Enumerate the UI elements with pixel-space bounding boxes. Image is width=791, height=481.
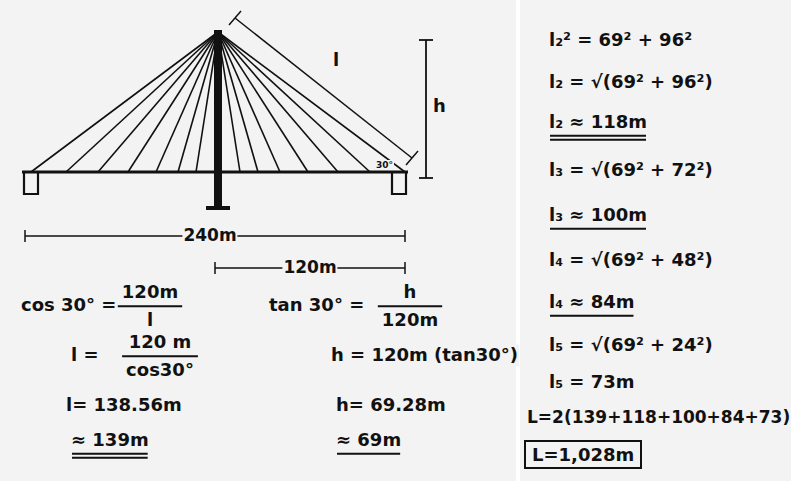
handwritten-label: l = <box>70 345 100 366</box>
handwritten-label: ≈ 69m <box>335 430 402 451</box>
handwritten-label: ≈ 139m <box>70 430 150 451</box>
handwritten-label: h <box>432 96 447 117</box>
underline <box>337 453 400 455</box>
fraction-bar <box>118 305 182 307</box>
fraction-bar <box>122 355 198 357</box>
handwritten-label: l₂² = 69² + 96² <box>548 30 693 51</box>
handwritten-label: l₄ ≈ 84m <box>548 292 635 313</box>
handwritten-label: 120m <box>121 282 179 303</box>
handwritten-label: h= 69.28m <box>335 395 447 416</box>
handwritten-label: tan 30° = <box>268 295 365 316</box>
pylon <box>214 30 222 210</box>
handwritten-label: cos30° <box>125 360 195 381</box>
panel-seam <box>516 0 520 481</box>
handwritten-label: l₅ = √(69² + 24²) <box>548 335 714 356</box>
handwritten-label: l₃ = √(69² + 72²) <box>548 160 714 181</box>
handwritten-label: l₂ = √(69² + 96²) <box>548 72 714 93</box>
handwritten-label: l₃ ≈ 100m <box>548 205 648 226</box>
handwritten-label: 120m <box>381 310 439 331</box>
handwritten-label: cos 30° = <box>20 295 117 316</box>
underline <box>550 135 646 137</box>
handwritten-label: l <box>332 50 340 71</box>
handwritten-label: l₄ = √(69² + 48²) <box>548 250 714 271</box>
handwritten-label: h = 120m (tan30°) <box>330 345 519 366</box>
cable-dimension <box>229 11 418 165</box>
handwritten-label: 120m <box>282 258 337 278</box>
handwritten-label: l <box>146 310 154 331</box>
underline <box>72 453 148 455</box>
underline <box>550 228 646 230</box>
underline <box>550 139 646 141</box>
pylon-base <box>206 206 230 210</box>
handwritten-label: 30° <box>375 160 394 170</box>
handwritten-label: 120 m <box>128 332 193 353</box>
handwritten-label: l₂ ≈ 118m <box>548 112 648 133</box>
underline <box>550 315 633 317</box>
fraction-bar <box>378 305 442 307</box>
underline <box>72 457 148 459</box>
piers <box>24 172 406 194</box>
handwritten-label: L=2(139+118+100+84+73) <box>526 408 791 428</box>
handwritten-label: l= 138.56m <box>65 395 183 416</box>
handwritten-label: l₅ = 73m <box>548 372 635 393</box>
handwritten-label: 240m <box>182 226 237 246</box>
answer-box: L=1,028m <box>524 440 642 469</box>
handwritten-label: h <box>403 282 418 303</box>
height-dimension <box>419 40 433 178</box>
result-text: L=1,028m <box>532 444 634 465</box>
